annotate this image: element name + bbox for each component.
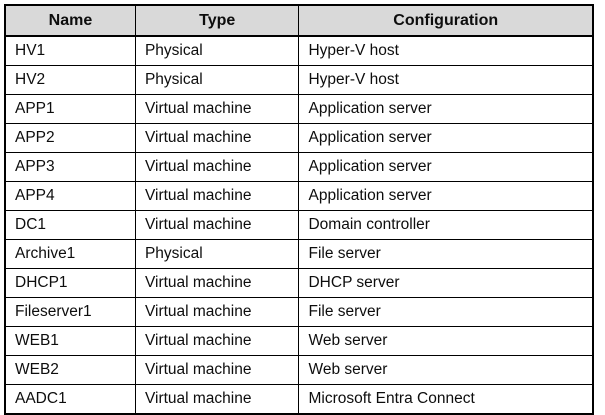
cell-type: Virtual machine [134, 152, 300, 182]
cell-type: Physical [134, 35, 300, 66]
column-header-type: Type [134, 4, 300, 37]
cell-configuration: Web server [298, 326, 593, 356]
cell-configuration: Application server [298, 123, 593, 153]
cell-configuration: DHCP server [298, 268, 593, 298]
cell-type: Virtual machine [134, 297, 300, 327]
table-header: Name Type Configuration [4, 4, 594, 37]
cell-configuration: Application server [298, 94, 593, 124]
cell-configuration: Application server [298, 152, 593, 182]
cell-name: APP1 [5, 94, 136, 124]
cell-type: Virtual machine [134, 326, 300, 356]
cell-configuration: Hyper-V host [298, 35, 593, 66]
cell-name: APP3 [5, 152, 136, 182]
cell-configuration: Domain controller [298, 210, 593, 240]
cell-name: DHCP1 [5, 268, 136, 298]
cell-name: HV1 [5, 35, 136, 66]
cell-configuration: Microsoft Entra Connect [298, 384, 593, 415]
cell-type: Virtual machine [134, 268, 300, 298]
cell-name: Archive1 [5, 239, 136, 269]
cell-configuration: Web server [298, 355, 593, 385]
cell-name: APP2 [5, 123, 136, 153]
cell-name: APP4 [5, 181, 136, 211]
cell-type: Physical [134, 65, 300, 95]
column-header-name: Name [4, 4, 136, 37]
table-header-row: Name Type Configuration [4, 4, 594, 37]
cell-configuration: File server [298, 297, 593, 327]
cell-type: Virtual machine [134, 94, 300, 124]
cell-name: Fileserver1 [5, 297, 136, 327]
cell-configuration: File server [298, 239, 593, 269]
cell-name: DC1 [5, 210, 136, 240]
cell-type: Virtual machine [134, 181, 300, 211]
cell-name: WEB1 [5, 326, 136, 356]
cell-name: WEB2 [5, 355, 136, 385]
cell-configuration: Hyper-V host [298, 65, 593, 95]
cell-name: HV2 [5, 65, 136, 95]
cell-type: Virtual machine [134, 210, 300, 240]
cell-configuration: Application server [298, 181, 593, 211]
cell-type: Physical [134, 239, 300, 269]
cell-type: Virtual machine [134, 123, 300, 153]
cell-type: Virtual machine [134, 355, 300, 385]
cell-name: AADC1 [5, 384, 136, 415]
cell-type: Virtual machine [134, 384, 300, 415]
column-header-configuration: Configuration [298, 4, 594, 37]
